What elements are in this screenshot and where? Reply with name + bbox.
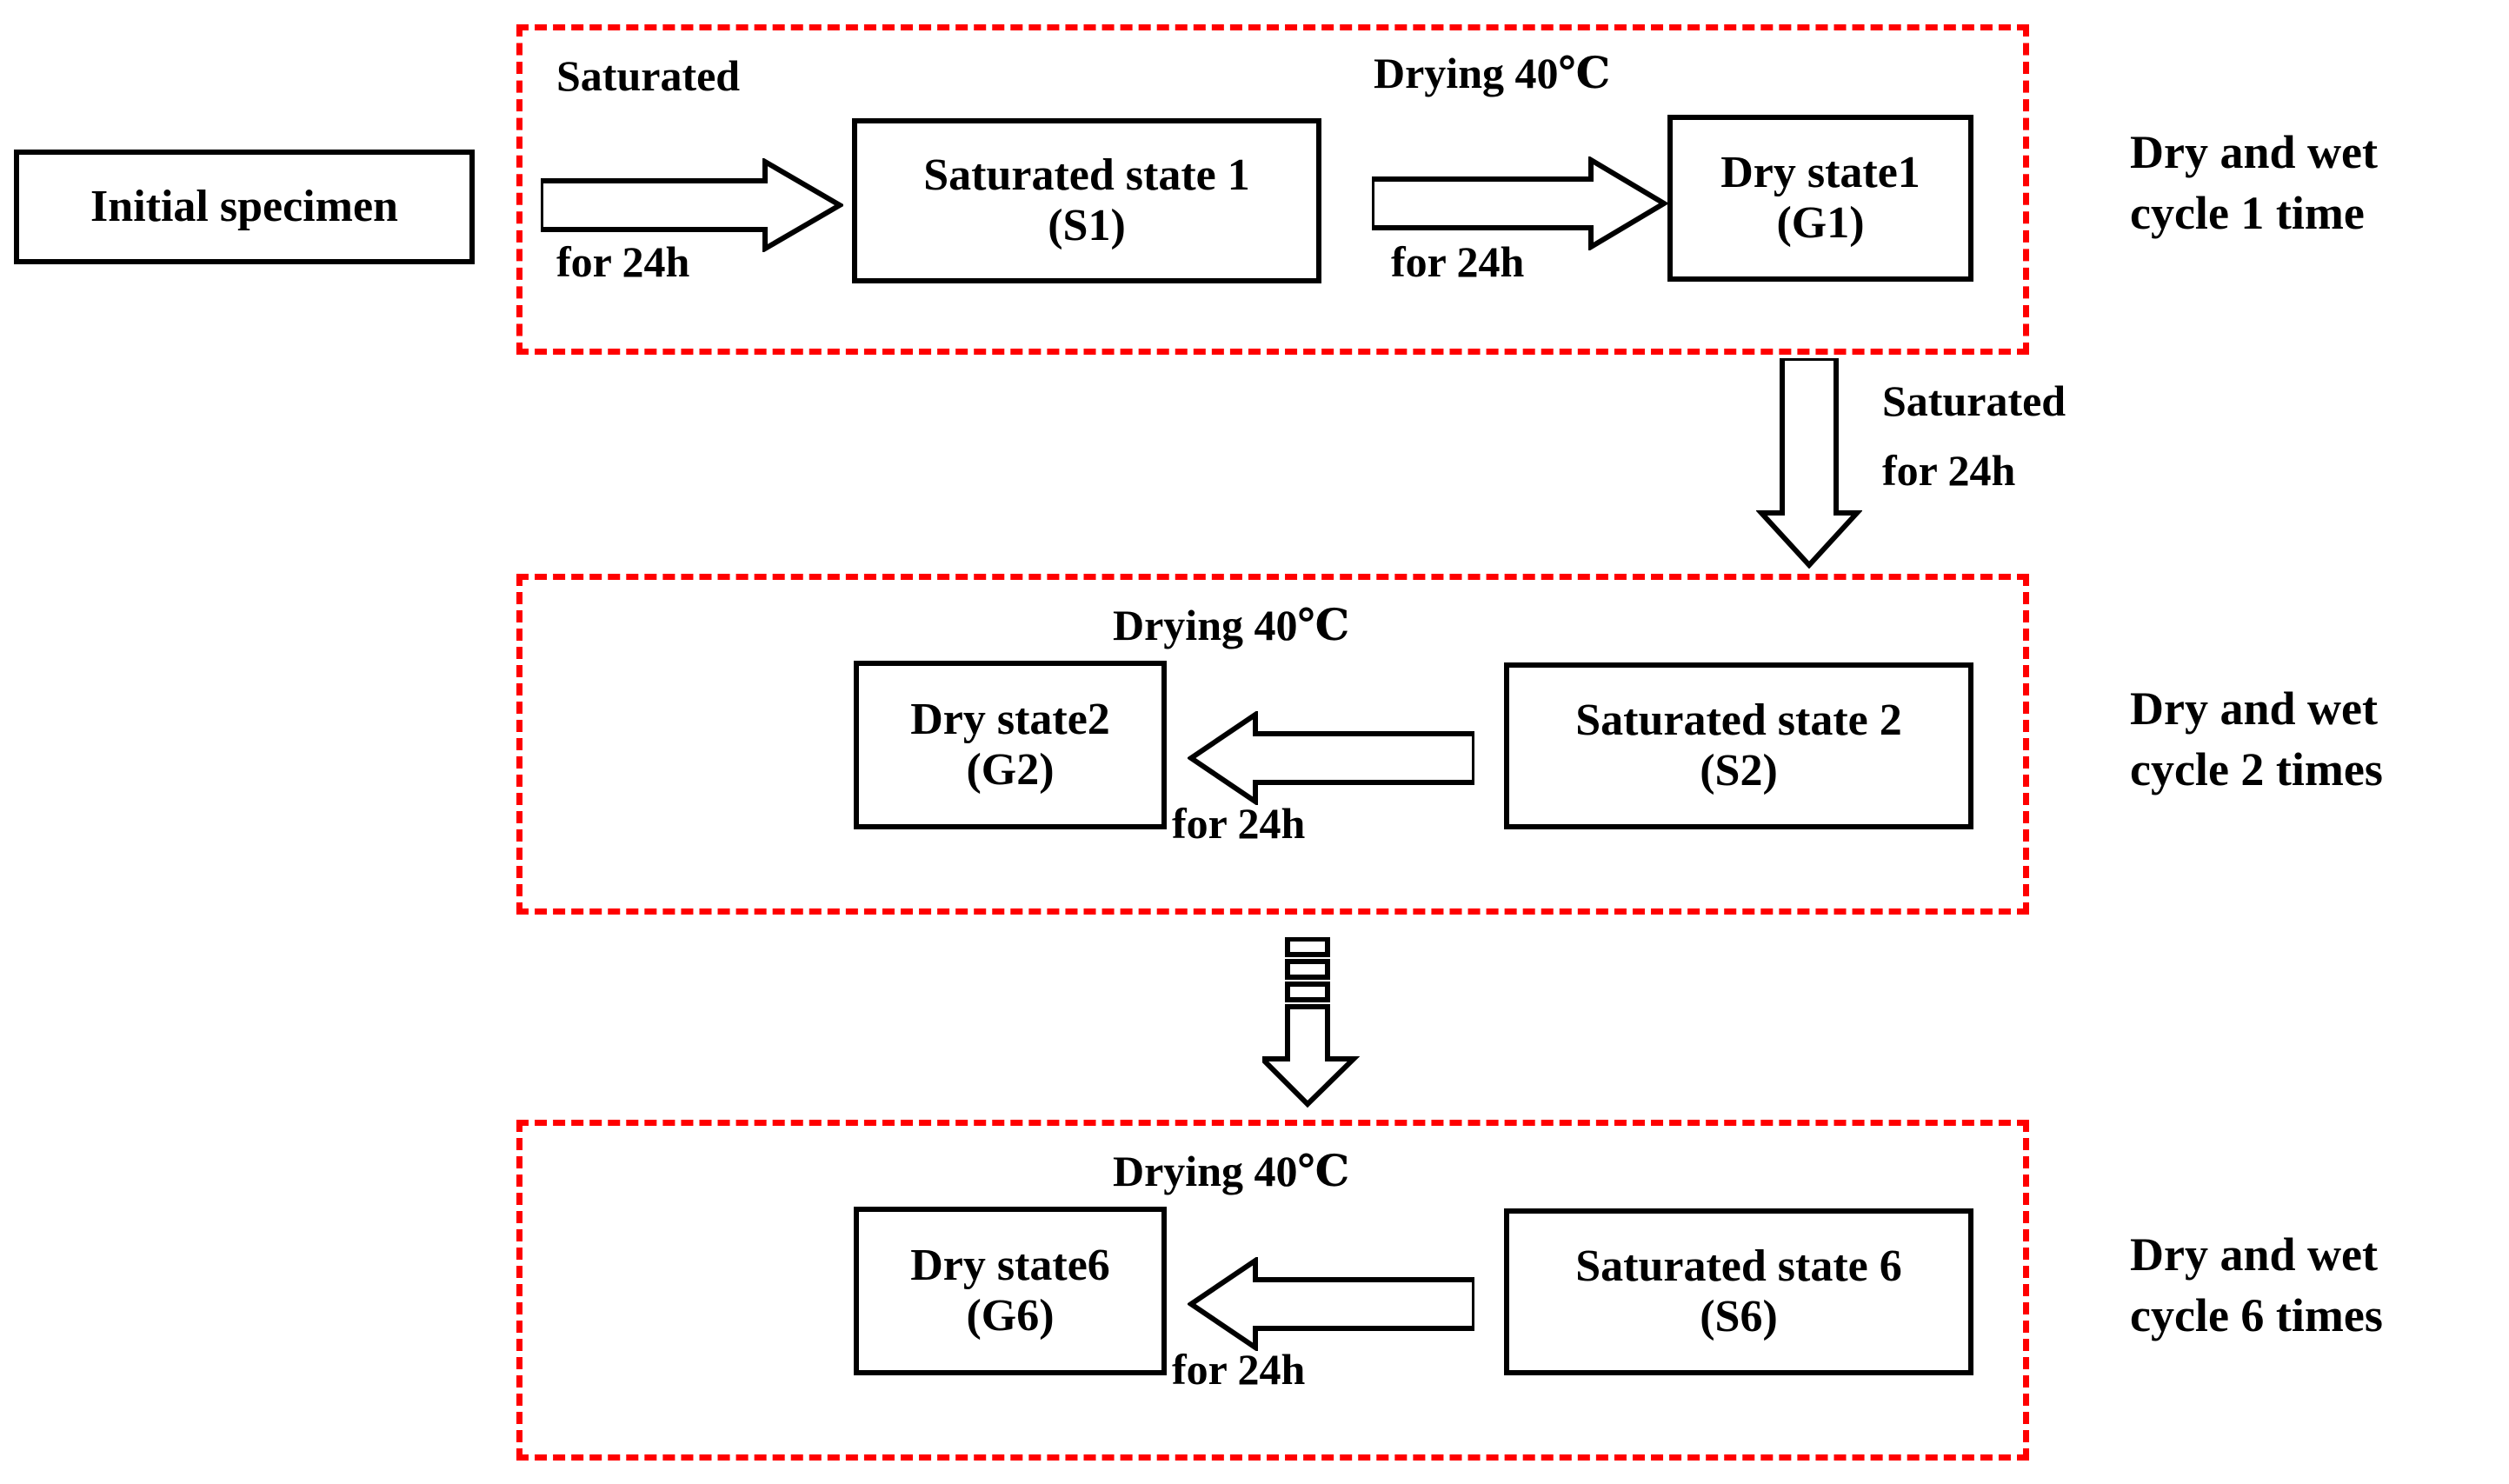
vertical-saturated-label-bottom: for 24h — [1882, 446, 2016, 495]
drying-arrow-label-bottom-6: for 24h — [1172, 1345, 1306, 1394]
arrow-right-drying-1 — [1372, 156, 1667, 250]
initial-specimen-box: Initial specimen — [14, 150, 475, 264]
dry-state-6-box: Dry state6 (G6) — [854, 1207, 1167, 1375]
arrow-left-drying-6 — [1188, 1257, 1474, 1351]
saturated-arrow-label-bottom: for 24h — [556, 237, 690, 286]
drying-arrow-label-top-2: Drying 40℃ — [1113, 601, 1350, 649]
arrow-down-segmented-ellipsis — [1262, 937, 1377, 1111]
arrow-down-saturated — [1756, 358, 1862, 569]
dry-state-1-box: Dry state1 (G1) — [1667, 115, 1973, 282]
vertical-saturated-label-top: Saturated — [1882, 376, 2066, 425]
saturated-state-6-box: Saturated state 6 (S6) — [1504, 1208, 1973, 1375]
saturated-arrow-label-top: Saturated — [556, 51, 741, 100]
arrow-left-drying-2 — [1188, 711, 1474, 805]
saturated-state-2-box: Saturated state 2 (S2) — [1504, 662, 1973, 829]
drying-arrow-label-top-6: Drying 40℃ — [1113, 1147, 1350, 1195]
cycle-caption-3: Dry and wet cycle 6 times — [2130, 1228, 2383, 1342]
drying-arrow-label-top-1: Drying 40℃ — [1374, 49, 1611, 97]
cycle-caption-2: Dry and wet cycle 2 times — [2130, 682, 2383, 796]
dry-state-2-box: Dry state2 (G2) — [854, 661, 1167, 829]
drying-arrow-label-bottom-1: for 24h — [1391, 237, 1525, 286]
saturated-state-1-box: Saturated state 1 (S1) — [852, 118, 1321, 283]
initial-specimen-label: Initial specimen — [90, 181, 398, 231]
drying-arrow-label-bottom-2: for 24h — [1172, 799, 1306, 848]
arrow-right-saturated-1 — [541, 158, 843, 252]
cycle-caption-1: Dry and wet cycle 1 time — [2130, 126, 2378, 240]
